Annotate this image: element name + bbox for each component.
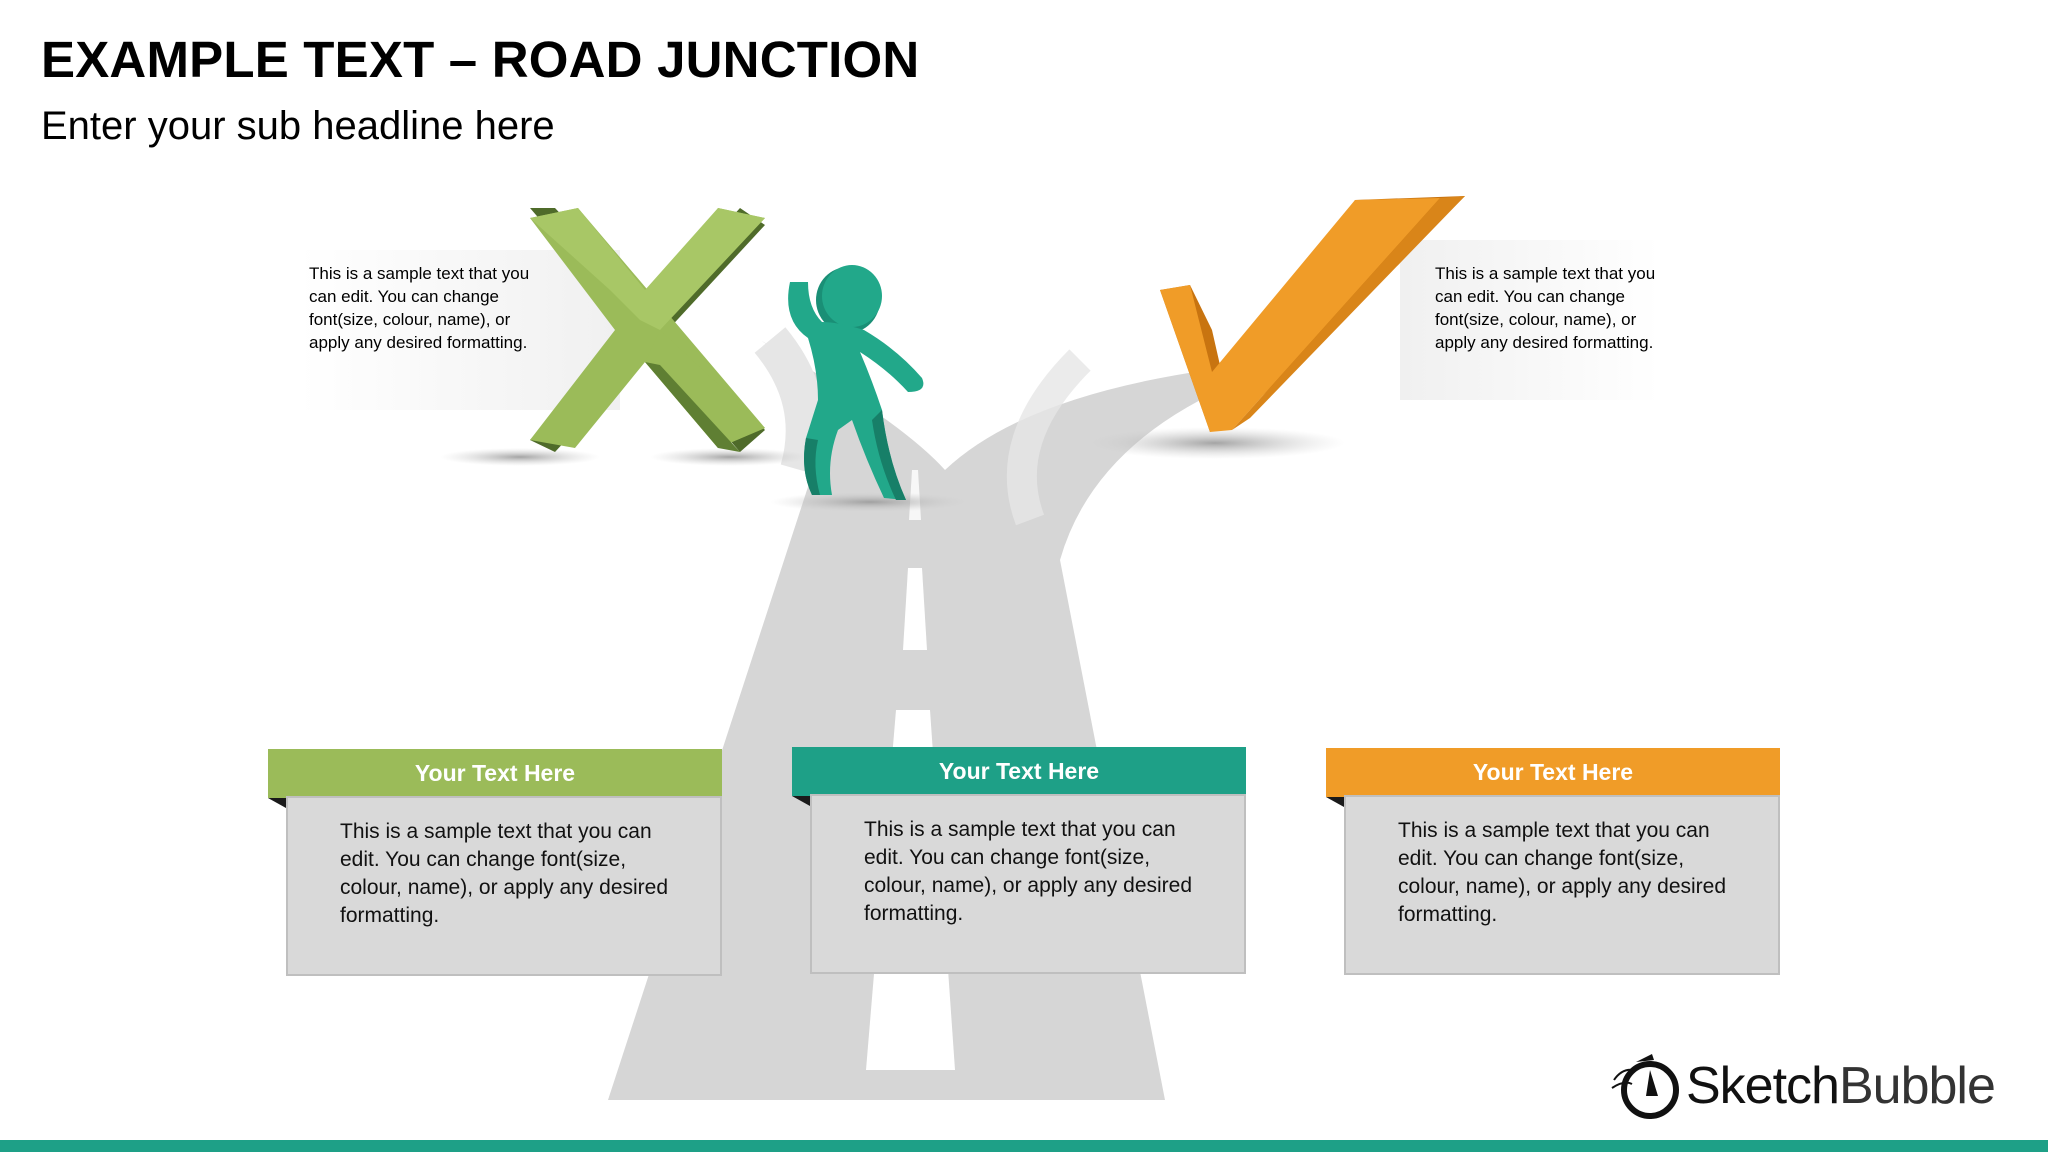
cross-shadow-left — [440, 448, 600, 466]
logo-part-2: Bubble — [1838, 1057, 1996, 1115]
cross-shadow-right — [650, 448, 810, 466]
card-heading-1: Your Text Here — [268, 749, 722, 798]
check-mark-icon — [1160, 196, 1465, 432]
page-subtitle: Enter your sub headline here — [41, 104, 555, 148]
check-shadow — [1085, 427, 1345, 459]
person-shadow — [770, 492, 970, 512]
card-fold-2 — [792, 796, 810, 806]
bottom-accent-bar — [0, 1140, 2048, 1152]
cross-mark-icon — [530, 208, 765, 452]
card-body-2: This is a sample text that you can edit.… — [810, 794, 1246, 974]
page-title: EXAMPLE TEXT – ROAD JUNCTION — [41, 31, 920, 88]
sketchbubble-logo: SketchBubble — [1606, 1050, 2006, 1120]
left-note-text: This is a sample text that you can edit.… — [309, 264, 530, 352]
card-heading-3: Your Text Here — [1326, 748, 1780, 797]
card-fold-1 — [268, 798, 286, 808]
logo-bubble-icon — [1611, 1054, 1679, 1119]
card-body-1: This is a sample text that you can edit.… — [286, 796, 722, 976]
logo-part-1: Sketch — [1686, 1057, 1840, 1115]
card-fold-3 — [1326, 797, 1344, 807]
left-note-backdrop — [300, 250, 620, 410]
logo-wordmark: SketchBubble — [1686, 1056, 1996, 1116]
walking-person-icon — [788, 265, 924, 500]
card-heading-2: Your Text Here — [792, 747, 1246, 796]
card-body-3: This is a sample text that you can edit.… — [1344, 795, 1780, 975]
right-note-text: This is a sample text that you can edit.… — [1435, 264, 1656, 352]
right-note-backdrop — [1400, 240, 1660, 400]
